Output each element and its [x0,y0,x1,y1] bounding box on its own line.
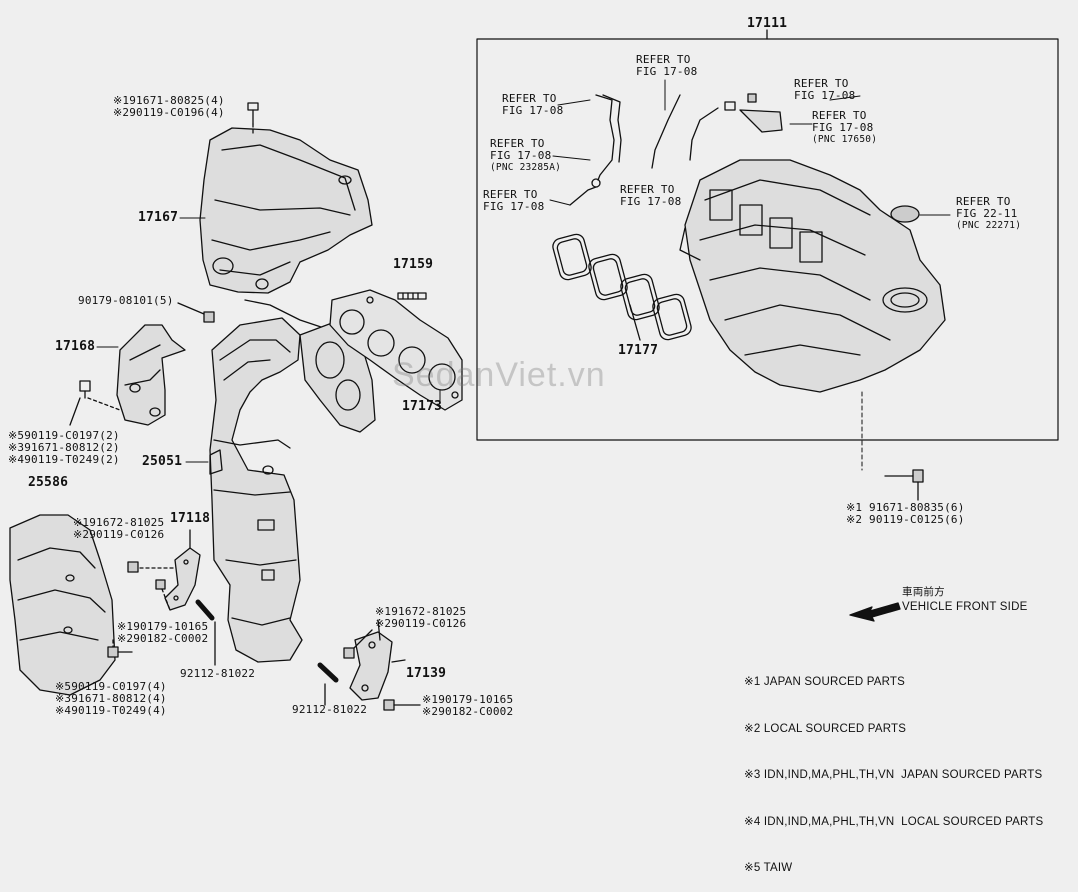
callout-stud-a: ※190179-10165※290182-C0002 [117,620,209,645]
stud-17159 [397,292,427,300]
part-92112-b[interactable]: 92112-81022 [292,703,368,716]
part-90179[interactable]: 90179-08101(5) [78,294,174,307]
part-92112-a[interactable]: 92112-81022 [180,667,256,680]
part-17118[interactable]: 17118 [170,511,211,526]
heat-insulator-25586 [9,514,116,696]
bracket-17118 [127,529,201,611]
legend-item-1: ※1 JAPAN SOURCED PARTS [744,676,906,688]
parts-diagram [9,29,1059,711]
bolt-bottom-left [107,639,133,658]
heat-insulator-17167 [199,127,373,294]
bracket-17139 [343,619,421,711]
part-25051[interactable]: 25051 [142,454,183,469]
intake-manifold-17111 [679,159,946,393]
callout-bracket-nut: ※190179-10165※290182-C0002 [422,693,514,718]
part-17168[interactable]: 17168 [55,339,96,354]
part-17173[interactable]: 17173 [402,399,443,414]
watermark: SedanViet.vn [392,356,606,394]
bolt-left [69,380,121,426]
leader-lines [96,79,951,471]
vehicle-front-arrow-icon [849,602,901,622]
callout-manifold-bolt: ※1 91671-80835(6)※2 90119-C0125(6) [846,501,965,526]
callout-bracket-bolt: ※191672-81025※290119-C0126 [375,605,467,630]
legend-item-5: ※5 TAIW [744,862,793,874]
part-17177[interactable]: 17177 [618,343,659,358]
vehicle-front-jp: 車両前方 [902,586,945,598]
vehicle-front-en: VEHICLE FRONT SIDE [902,601,1028,613]
part-17167[interactable]: 17167 [138,210,179,225]
gasket-17173 [329,289,463,411]
bolt-manifold [884,469,924,501]
legend-item-4: ※4 IDN,IND,MA,PHL,TH,VN LOCAL SOURCED PA… [744,815,1044,828]
callout-top-bolt: ※191671-80825(4)※290119-C0196(4) [113,94,225,119]
callout-left-bolt: ※590119-C0197(2)※391671-80812(2)※490119-… [8,429,120,466]
legend-item-3: ※3 IDN,IND,MA,PHL,TH,VN JAPAN SOURCED PA… [744,769,1043,781]
part-17159[interactable]: 17159 [393,257,434,272]
gasket-17177 [552,233,692,341]
heat-insulator-17168 [116,324,186,426]
legend-item-2: ※2 LOCAL SOURCED PARTS [744,722,907,735]
stud-92112-a [195,599,216,666]
stud-92112-b [317,662,339,706]
legend: ※1 JAPAN SOURCED PARTS ※2 LOCAL SOURCED … [744,644,1043,892]
part-17139[interactable]: 17139 [406,666,447,681]
callout-bottom-left: ※590119-C0197(4)※391671-80812(4)※490119-… [55,680,167,717]
hoses [569,93,783,206]
part-25586[interactable]: 25586 [28,475,69,490]
part-17111[interactable]: 17111 [747,16,788,31]
exhaust-manifold-25051 [209,299,331,663]
callout-mid-bolt: ※191672-81025※290119-C0126 [73,516,165,541]
bolt-top [247,102,259,135]
nut-90179 [177,302,215,323]
